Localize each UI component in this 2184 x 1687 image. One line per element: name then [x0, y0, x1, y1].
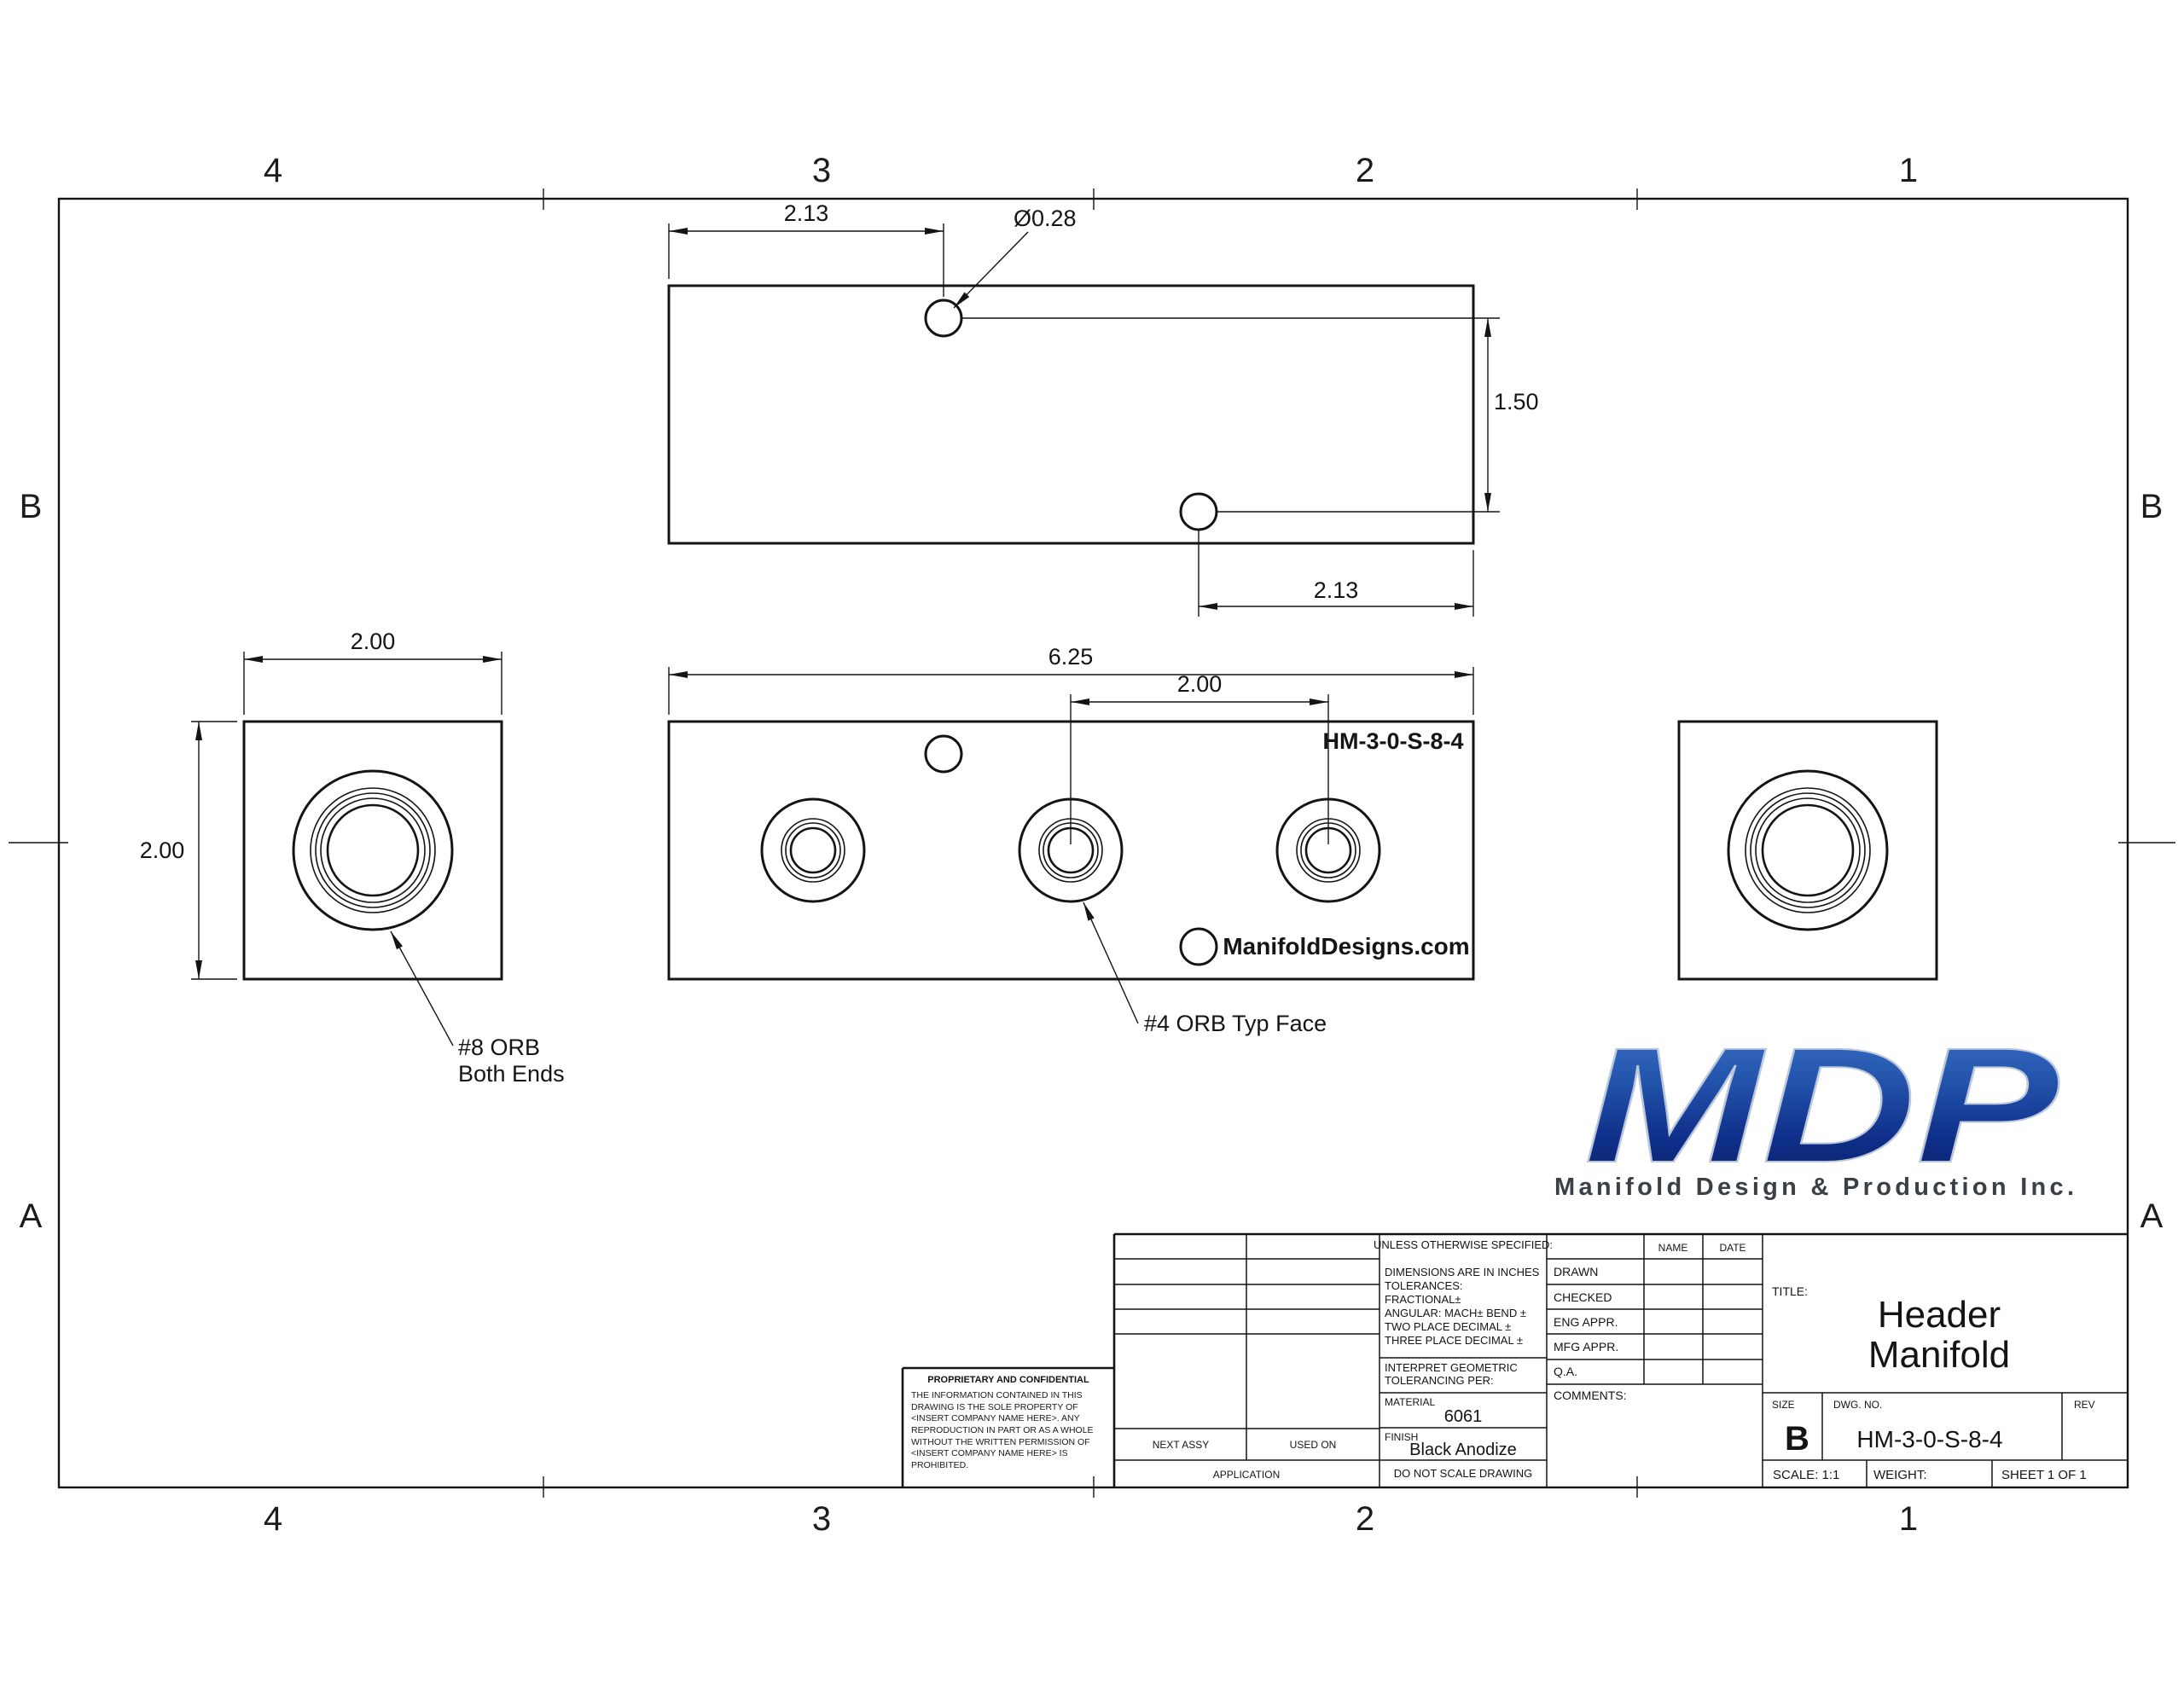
- size-value: B: [1785, 1420, 1809, 1458]
- application-label: APPLICATION: [1213, 1469, 1280, 1481]
- title-block-grid: [901, 1232, 2128, 1487]
- zone-top-3: 3: [812, 152, 831, 189]
- zone-top-1: 1: [1899, 152, 1918, 189]
- dim-overall-length: 6.25: [1048, 644, 1094, 670]
- marking-website: ManifoldDesigns.com: [1223, 933, 1469, 959]
- rev-label: REV: [2074, 1399, 2095, 1411]
- front-view-hole-2: [1179, 927, 1218, 966]
- approval-row-eng-appr: ENG APPR.: [1554, 1315, 1618, 1329]
- right-end-view-outline: [1677, 720, 1938, 981]
- next-assy-label: NEXT ASSY: [1153, 1439, 1209, 1451]
- dim-end-width: 2.00: [351, 629, 396, 654]
- proprietary-header: PROPRIETARY AND CONFIDENTIAL: [927, 1375, 1089, 1385]
- sheet-number: SHEET 1 OF 1: [2001, 1468, 2087, 1482]
- interpret-line-1: INTERPRET GEOMETRIC: [1385, 1361, 1518, 1374]
- material-value: 6061: [1444, 1407, 1483, 1426]
- approval-row-drawn: DRAWN: [1554, 1265, 1598, 1278]
- zone-right-b: B: [2140, 488, 2164, 525]
- dim-hole-diameter: Ø0.28: [1014, 206, 1077, 231]
- zone-top-2: 2: [1356, 152, 1374, 189]
- dim-top-hole2-x: 2.13: [1314, 577, 1359, 603]
- top-view-dimensions: 2.13 Ø0.28 1.50 2.13: [668, 200, 1539, 617]
- mdp-logo: MDP Manifold Design & Production Inc.: [1554, 1012, 2077, 1201]
- zone-left-b: B: [20, 488, 43, 525]
- left-end-view-outline: [242, 720, 503, 981]
- note-end-port-line1: #8 ORB: [458, 1035, 540, 1060]
- mdp-logo-wordmark: MDP: [1584, 1013, 2059, 1197]
- front-view-dimensions: 6.25 2.00 #4 ORB Typ Face: [668, 644, 1474, 1036]
- marking-part-number: HM-3-0-S-8-4: [1322, 728, 1463, 754]
- material-label: MATERIAL: [1385, 1396, 1435, 1408]
- zone-bottom-3: 3: [812, 1500, 831, 1538]
- zone-right-a: A: [2140, 1197, 2164, 1235]
- note-face-ports: #4 ORB Typ Face: [1144, 1011, 1327, 1036]
- approval-row-comments: COMMENTS:: [1554, 1388, 1627, 1402]
- used-on-label: USED ON: [1290, 1439, 1337, 1451]
- approval-row-mfg-appr: MFG APPR.: [1554, 1340, 1618, 1354]
- left-end-view: [242, 720, 503, 981]
- spec-header: UNLESS OTHERWISE SPECIFIED:: [1374, 1238, 1553, 1251]
- dim-hole-spacing-y: 1.50: [1494, 389, 1539, 415]
- dwg-no-label: DWG. NO.: [1833, 1399, 1882, 1411]
- name-header: NAME: [1658, 1242, 1688, 1254]
- date-header: DATE: [1719, 1242, 1745, 1254]
- spec-line-3: FRACTIONAL±: [1385, 1293, 1461, 1306]
- right-end-view: [1677, 720, 1938, 981]
- zone-bottom-4: 4: [264, 1500, 282, 1538]
- scale-value: SCALE: 1:1: [1773, 1468, 1839, 1482]
- dim-port-spacing: 2.00: [1177, 671, 1223, 697]
- end-port-8orb-left: [292, 769, 454, 931]
- top-view: [667, 284, 1475, 545]
- spec-line-6: THREE PLACE DECIMAL ±: [1385, 1334, 1523, 1347]
- face-port-1: [760, 797, 866, 903]
- spec-line-2: TOLERANCES:: [1385, 1279, 1463, 1292]
- company-name-text: Manifold Design & Production Inc.: [1554, 1174, 2077, 1201]
- size-label: SIZE: [1772, 1399, 1795, 1411]
- zone-left-a: A: [20, 1197, 43, 1235]
- drawing-title-line1: Header: [1878, 1294, 2001, 1336]
- do-not-scale-note: DO NOT SCALE DRAWING: [1394, 1467, 1533, 1480]
- spec-line-1: DIMENSIONS ARE IN INCHES: [1385, 1266, 1540, 1278]
- finish-value: Black Anodize: [1409, 1441, 1517, 1459]
- zone-bottom-2: 2: [1356, 1500, 1374, 1538]
- title-label: TITLE:: [1772, 1284, 1808, 1298]
- zone-labels: 4 3 2 1 4 3 2 1 B A B A: [20, 152, 2164, 1538]
- weight-label: WEIGHT:: [1873, 1468, 1927, 1482]
- spec-line-5: TWO PLACE DECIMAL ±: [1385, 1320, 1511, 1333]
- left-end-view-dimensions: 2.00 2.00 #8 ORB Both Ends: [140, 629, 565, 1087]
- dwg-no-value: HM-3-0-S-8-4: [1856, 1426, 2002, 1452]
- end-port-8orb-right: [1727, 769, 1889, 931]
- dim-top-hole1-x: 2.13: [784, 200, 829, 226]
- finish-label: FINISH: [1385, 1431, 1418, 1443]
- top-view-outline: [667, 284, 1475, 545]
- proprietary-body-text: THE INFORMATION CONTAINED IN THIS DRAWIN…: [911, 1390, 1094, 1470]
- zone-bottom-1: 1: [1899, 1500, 1918, 1538]
- note-end-port-line2: Both Ends: [458, 1061, 565, 1087]
- approval-row-qa: Q.A.: [1554, 1365, 1577, 1378]
- spec-line-4: ANGULAR: MACH± BEND ±: [1385, 1307, 1526, 1319]
- front-view-hole-1: [924, 734, 963, 774]
- dim-end-height: 2.00: [140, 838, 185, 863]
- approval-row-checked: CHECKED: [1554, 1290, 1612, 1304]
- zone-top-4: 4: [264, 152, 282, 189]
- title-block-text: UNLESS OTHERWISE SPECIFIED: DIMENSIONS A…: [927, 1238, 2094, 1482]
- drawing-title-line2: Manifold: [1868, 1334, 2010, 1376]
- interpret-line-2: TOLERANCING PER:: [1385, 1374, 1494, 1387]
- sheet-border: [9, 188, 2175, 1498]
